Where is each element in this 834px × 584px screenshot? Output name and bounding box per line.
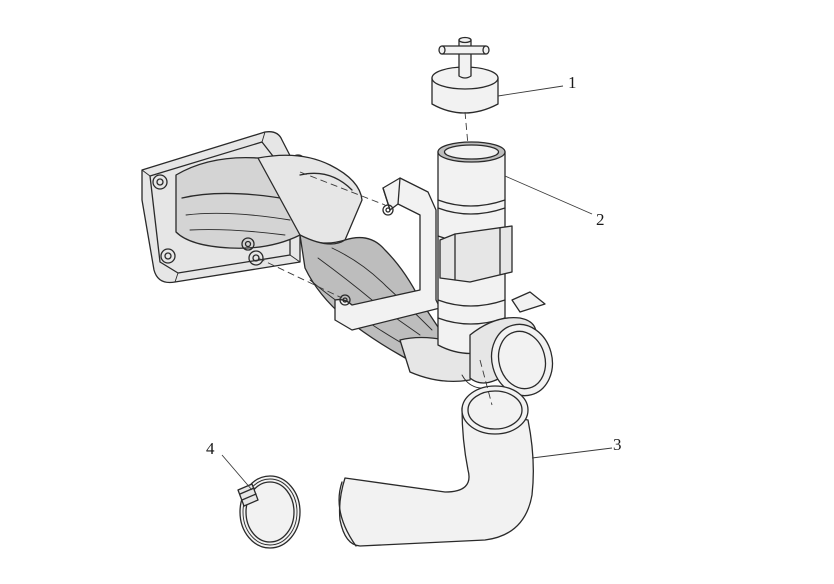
filler-neck	[437, 141, 546, 355]
vent-cap	[431, 36, 499, 114]
elbow-hose	[338, 385, 534, 547]
callout-leaders	[221, 85, 613, 491]
hose-clamp	[237, 475, 301, 549]
outlet-spigot	[461, 316, 554, 397]
callout-4-label: 4	[206, 439, 215, 458]
callout-1-label: 1	[568, 73, 577, 92]
callout-2-label: 2	[596, 210, 605, 229]
assembly-centerlines	[257, 111, 493, 406]
callout-3-label: 3	[613, 435, 622, 454]
side-bracket	[334, 177, 441, 331]
